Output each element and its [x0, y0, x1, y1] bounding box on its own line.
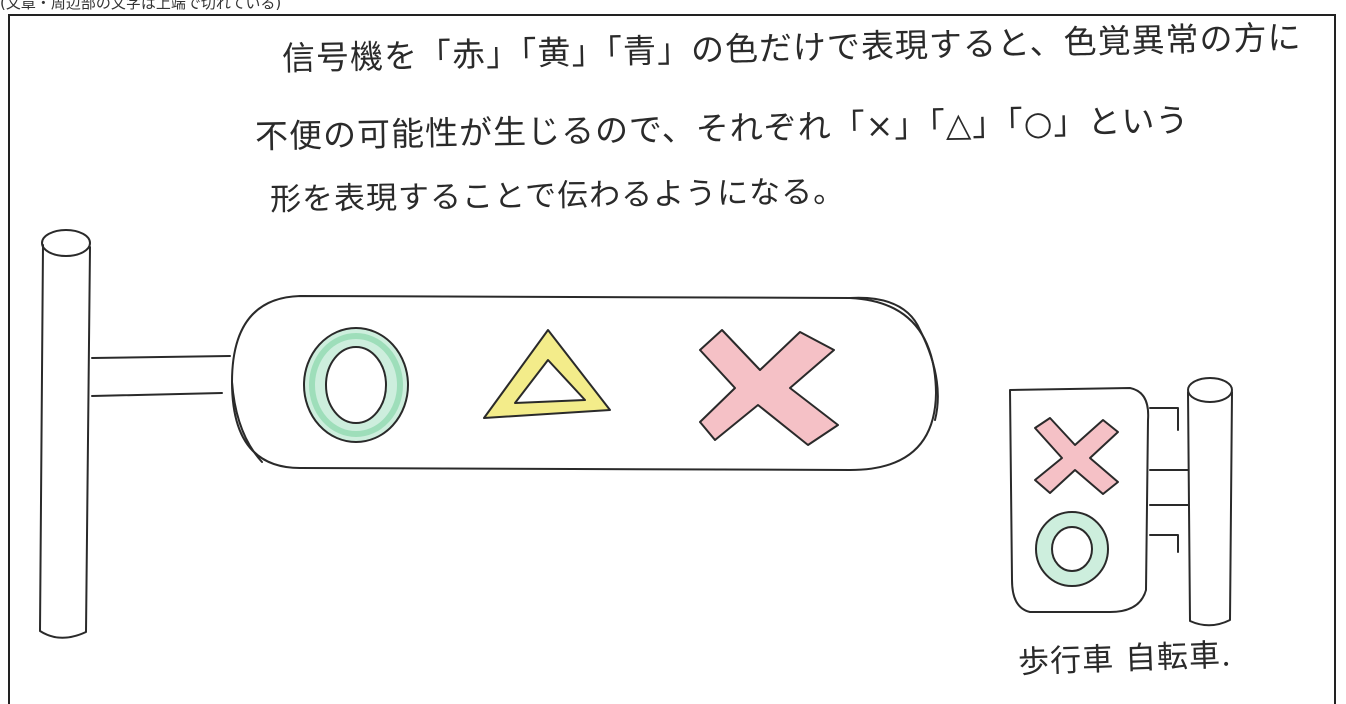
signal-caption: 歩行車 自転車.: [1017, 637, 1233, 681]
large-signal-cross-icon: [699, 329, 839, 446]
clipped-header-text: (文章・周辺部の文字は上端で切れている): [0, 0, 1346, 12]
small-signal-circle-icon: [1035, 511, 1109, 587]
small-signal-cross-icon: [1034, 417, 1119, 495]
clipped-header-fragment: (文章・周辺部の文字は上端で切れている): [0, 0, 282, 12]
large-signal-triangle-icon: [483, 329, 611, 419]
small-signal-housing: [1009, 387, 1150, 613]
image-frame: [8, 14, 1336, 704]
large-signal-circle-icon: [303, 327, 409, 443]
large-signal-pole: [39, 229, 231, 639]
small-signal-pole: [1149, 377, 1233, 627]
large-signal-housing: [231, 295, 939, 471]
